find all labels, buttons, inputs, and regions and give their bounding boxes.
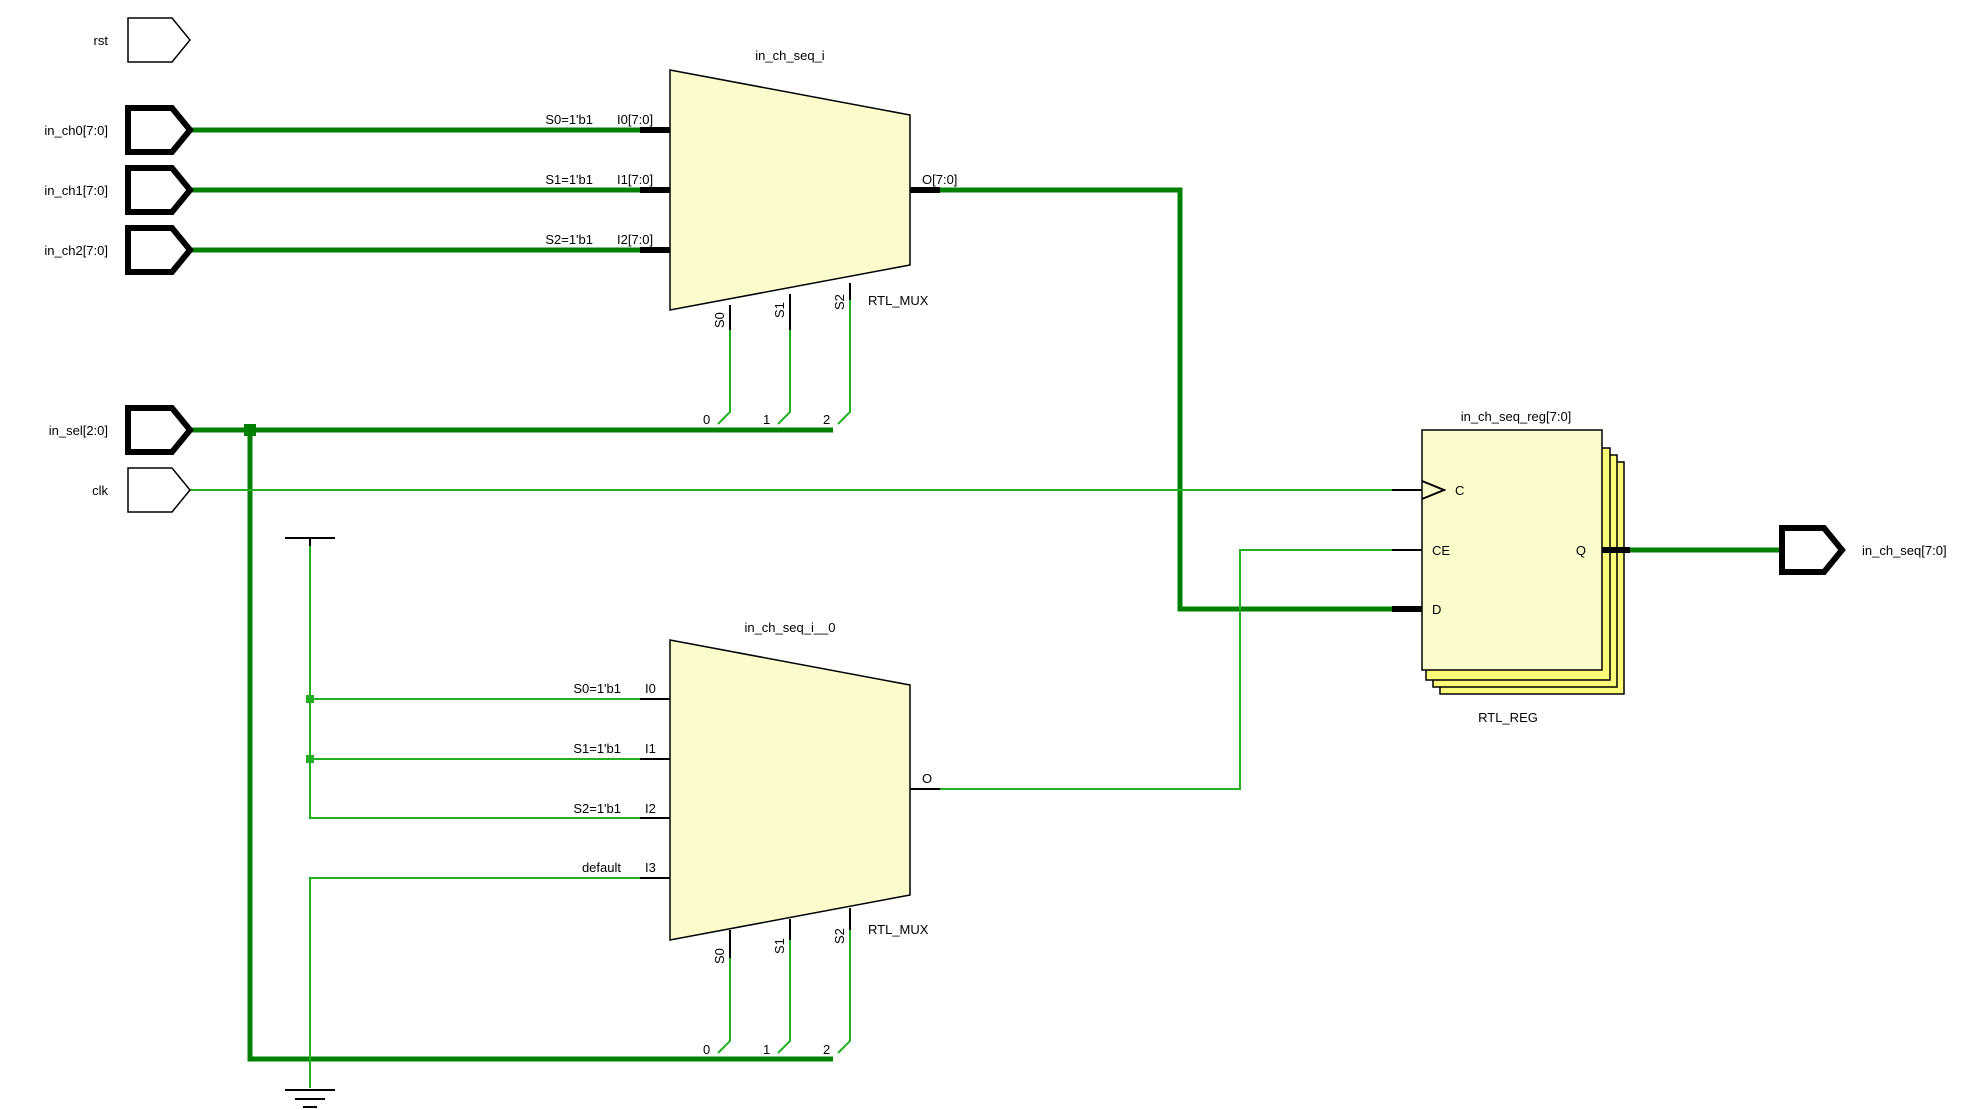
mux2-cond-1: S1=1'b1 xyxy=(573,741,621,756)
mux-in-ch-seq-i-0[interactable]: in_ch_seq_i__0 S0=1'b1 S1=1'b1 S2=1'b1 d… xyxy=(573,620,940,1057)
port-rst[interactable]: rst xyxy=(94,17,191,63)
mux2-sel-bit-1: 1 xyxy=(763,1042,770,1057)
reg-body xyxy=(1421,429,1603,671)
mux1-pin-label-i0: I0[7:0] xyxy=(617,112,653,127)
port-clk[interactable]: clk xyxy=(92,467,191,513)
mux1-sel-label-s0: S0 xyxy=(712,312,727,328)
mux1-sel-label-s1: S1 xyxy=(772,302,787,318)
mux1-pin-label-i1: I1[7:0] xyxy=(617,172,653,187)
gnd-symbol xyxy=(285,1089,335,1108)
mux2-pin-label-i3: I3 xyxy=(645,860,656,875)
mux1-sel-bit-0: 0 xyxy=(703,412,710,427)
mux2-sel-bit-0: 0 xyxy=(703,1042,710,1057)
port-in-ch1[interactable]: in_ch1[7:0] xyxy=(44,165,194,215)
mux2-pin-label-o: O xyxy=(922,771,932,786)
port-clk-label: clk xyxy=(92,483,108,498)
mux2-cond-3: default xyxy=(582,860,621,875)
mux1-pin-label-o: O[7:0] xyxy=(922,172,957,187)
mux2-sel-label-s1: S1 xyxy=(772,938,787,954)
port-in-ch2-label: in_ch2[7:0] xyxy=(44,243,108,258)
port-out-label: in_ch_seq[7:0] xyxy=(1862,543,1947,558)
mux1-type: RTL_MUX xyxy=(868,293,929,308)
vcc-symbol xyxy=(285,537,335,546)
mux2-type: RTL_MUX xyxy=(868,922,929,937)
junction-vcc-2 xyxy=(306,755,314,763)
port-in-ch1-label: in_ch1[7:0] xyxy=(44,183,108,198)
wire-mux1-out-to-reg-d[interactable] xyxy=(938,187,1392,612)
reg-type: RTL_REG xyxy=(1478,710,1538,725)
mux2-sel-bit-2: 2 xyxy=(823,1042,830,1057)
port-in-sel-label: in_sel[2:0] xyxy=(49,423,108,438)
mux2-instance-name: in_ch_seq_i__0 xyxy=(744,620,835,635)
reg-clock-triangle xyxy=(1421,480,1447,500)
wire-gnd-i3[interactable] xyxy=(309,877,640,1088)
mux1-pin-label-i2: I2[7:0] xyxy=(617,232,653,247)
reg-instance-name: in_ch_seq_reg[7:0] xyxy=(1461,409,1572,424)
reg-pin-label-c: C xyxy=(1455,483,1464,498)
mux-in-ch-seq-i[interactable]: in_ch_seq_i S0=1'b1 S1=1'b1 S2=1'b1 I0[7… xyxy=(545,48,957,427)
mux2-sel-label-s2: S2 xyxy=(832,928,847,944)
mux2-pin-label-i1: I1 xyxy=(645,741,656,756)
reg-in-ch-seq-reg[interactable]: in_ch_seq_reg[7:0] C CE D Q RTL_REG xyxy=(1392,409,1630,725)
mux1-sel-label-s2: S2 xyxy=(832,294,847,310)
wire-mux2-s2[interactable] xyxy=(837,908,851,1054)
port-in-ch0[interactable]: in_ch0[7:0] xyxy=(44,105,194,155)
reg-pin-label-d: D xyxy=(1432,602,1441,617)
port-in-ch2[interactable]: in_ch2[7:0] xyxy=(44,225,194,275)
port-in-ch-seq[interactable]: in_ch_seq[7:0] xyxy=(1779,525,1947,575)
mux1-cond-1: S1=1'b1 xyxy=(545,172,593,187)
wire-mux2-s1[interactable] xyxy=(777,938,791,1054)
mux2-cond-2: S2=1'b1 xyxy=(573,801,621,816)
wire-vcc[interactable] xyxy=(309,540,640,819)
wire-mux1-s0[interactable] xyxy=(717,330,731,425)
wire-in-sel-to-mux2[interactable] xyxy=(247,430,833,1062)
mux1-cond-2: S2=1'b1 xyxy=(545,232,593,247)
reg-pin-label-ce: CE xyxy=(1432,543,1450,558)
wire-mux1-s2[interactable] xyxy=(837,297,851,425)
mux1-cond-0: S0=1'b1 xyxy=(545,112,593,127)
mux1-instance-name: in_ch_seq_i xyxy=(755,48,824,63)
reg-pin-label-q: Q xyxy=(1576,543,1586,558)
wire-mux2-out-to-reg-ce[interactable] xyxy=(940,549,1392,790)
mux1-sel-bit-1: 1 xyxy=(763,412,770,427)
mux2-pin-label-i2: I2 xyxy=(645,801,656,816)
port-rst-label: rst xyxy=(94,33,109,48)
port-in-ch0-label: in_ch0[7:0] xyxy=(44,123,108,138)
port-in-sel[interactable]: in_sel[2:0] xyxy=(49,405,194,455)
mux2-cond-0: S0=1'b1 xyxy=(573,681,621,696)
wire-mux2-s0[interactable] xyxy=(717,958,731,1054)
mux1-sel-bit-2: 2 xyxy=(823,412,830,427)
junction-sel xyxy=(244,424,256,436)
mux2-sel-label-s0: S0 xyxy=(712,948,727,964)
wire-mux1-s1[interactable] xyxy=(777,330,791,425)
junction-vcc-1 xyxy=(306,695,314,703)
mux2-pin-label-i0: I0 xyxy=(645,681,656,696)
